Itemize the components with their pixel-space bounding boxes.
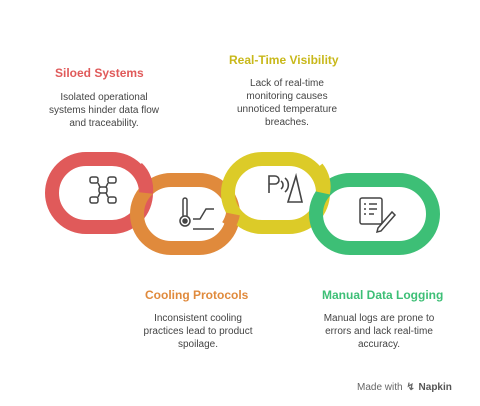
network-nodes-icon <box>89 176 117 204</box>
siloed-systems-desc: Isolated operational systems hinder data… <box>48 92 160 129</box>
realtime-visibility-desc: Lack of real-time monitoring causes unno… <box>236 78 338 128</box>
napkin-brand: Napkin <box>418 382 452 393</box>
broadcast-signal-icon <box>268 172 304 203</box>
chain-link-realtime-overlap <box>311 163 331 195</box>
realtime-visibility-title: Real-Time Visibility <box>229 53 339 67</box>
siloed-systems-title: Siloed Systems <box>55 66 144 80</box>
made-with-label: Made with <box>357 382 403 393</box>
cooling-protocols-title: Cooling Protocols <box>145 288 249 302</box>
clipboard-pen-icon <box>359 197 397 234</box>
manual-logging-desc: Manual logs are prone to errors and lack… <box>323 313 435 350</box>
chain-link-siloed-overlap <box>131 162 154 194</box>
chain-link-cooling-overlap <box>221 212 240 230</box>
chain-link-realtime <box>221 152 330 234</box>
manual-logging-title: Manual Data Logging <box>322 288 444 302</box>
napkin-logo-icon: ↯ <box>406 382 415 393</box>
chain-link-manual <box>309 173 440 255</box>
thermometer-icon <box>179 197 214 230</box>
cooling-protocols-desc: Inconsistent cooling practices lead to p… <box>143 313 253 350</box>
made-with-napkin: Made with ↯ Napkin <box>357 382 452 393</box>
